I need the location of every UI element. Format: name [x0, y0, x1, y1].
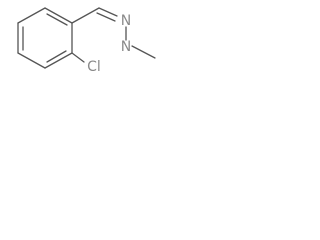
- benzene-ring: [17, 7, 73, 69]
- ring-double-bond-inner: [46, 50, 67, 63]
- ring-double-bond-inner: [46, 13, 68, 26]
- ring-bond: [44, 7, 73, 24]
- chlorine-label: Cl: [87, 59, 101, 75]
- ring-bond: [17, 52, 46, 69]
- n-methyl-bond: [131, 45, 156, 59]
- ring-bond: [17, 7, 46, 24]
- amine-nitrogen-label: N: [121, 39, 131, 55]
- aryl-to-cl-bond: [71, 52, 85, 63]
- imine-double-bond: [98, 7, 118, 17]
- ring-bond: [44, 52, 73, 69]
- substituents: [71, 7, 156, 63]
- imine-double-bond: [96, 12, 116, 22]
- imine-nitrogen-label: N: [121, 13, 131, 29]
- chemical-structure: N N Cl: [17, 7, 156, 75]
- aryl-to-ch-bond: [71, 7, 100, 24]
